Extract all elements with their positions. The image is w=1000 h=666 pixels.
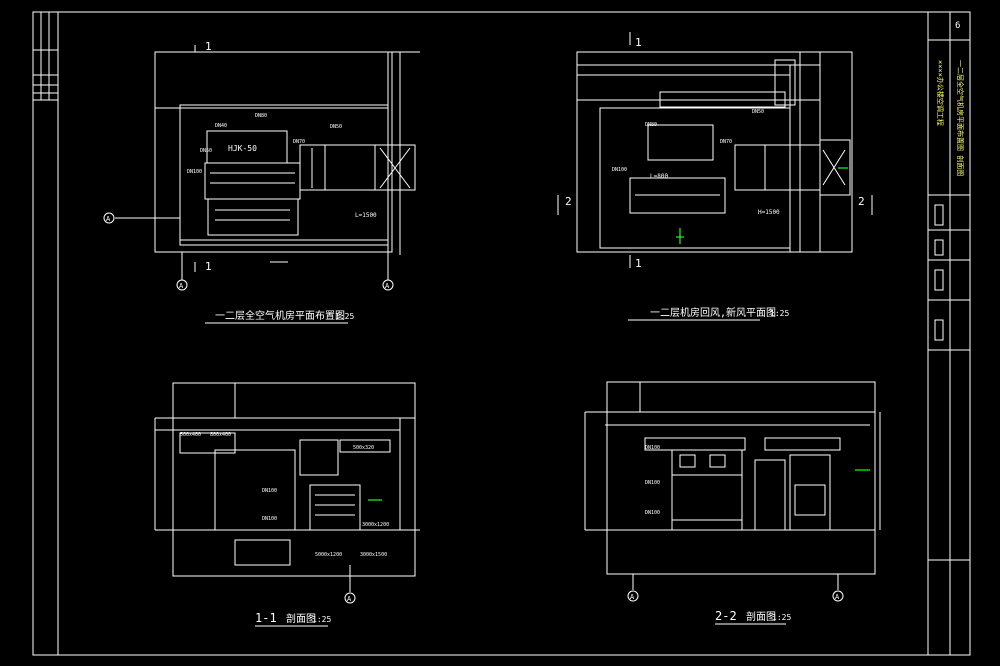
section2-title: 2-2: [715, 609, 737, 623]
section2-axis-label-1: A: [630, 593, 635, 601]
section1-label-3: 500x320: [353, 445, 374, 451]
plan1-section-mark-top: 1: [205, 40, 212, 53]
plan1-duct-label-5: DN50: [200, 148, 212, 154]
section1-axis-bubble: [344, 592, 356, 604]
section1-title: 1-1: [255, 611, 277, 625]
plan2-section-mark-right: 2: [858, 195, 865, 208]
title-block-project: ××××办公楼空调工程: [936, 60, 945, 126]
section2-axis-bubble-2: [832, 590, 844, 602]
binding-strip: [32, 12, 59, 101]
plan1-dim-length: L=1500: [355, 212, 377, 219]
plan1-axis-label-2: A: [385, 282, 390, 290]
plan2-duct-label-2: DN70: [720, 139, 732, 145]
plan1: HJK-50 L=1500 DN80 DN50 DN40 DN70 DN50 D…: [103, 40, 420, 324]
plan2-section-mark-top: 1: [635, 36, 642, 49]
plan2-dim-length: L=800: [650, 173, 668, 180]
section1-label-5: DN100: [262, 516, 277, 522]
section1-axis-label: A: [347, 595, 352, 603]
plan2-title: 一二层机房回风,新风平面图: [650, 306, 776, 319]
plan1-section-mark-bottom: 1: [205, 260, 212, 273]
section2-axis-bubble-1: [627, 590, 639, 602]
section1-label-6: 3000x1200: [362, 522, 389, 528]
section1-scale: 1:25: [312, 615, 331, 624]
drawing-frame: [57, 11, 929, 656]
plan2-dim-length2: H=1500: [758, 209, 780, 216]
plan2-section-mark-left: 2: [565, 195, 572, 208]
section2-subtitle: 剖面图: [746, 610, 776, 623]
section1-label-7: 5000x1200: [315, 552, 342, 558]
plan1-axis-bubble-1: [176, 279, 188, 291]
section1-label-1: 500x400: [180, 432, 201, 438]
plan2-scale: 1:25: [770, 309, 789, 318]
plan1-axis-bubble-2: [382, 279, 394, 291]
plan1-duct-label-6: DN100: [187, 169, 202, 175]
section2: DN100 DN100 DN100 A A 2-2 剖面图 1:25: [584, 381, 881, 625]
plan1-duct-label-2: DN50: [330, 124, 342, 130]
plan1-duct-label-4: DN70: [293, 139, 305, 145]
plan1-title: 一二层全空气机房平面布置图: [215, 309, 345, 322]
section2-scale: 1:25: [772, 613, 791, 622]
section2-label-2: DN100: [645, 480, 660, 486]
section1: 500x400 800x400 500x320 DN100 DN100 3000…: [154, 382, 420, 627]
section2-label-3: DN100: [645, 510, 660, 516]
sheet-number: 6: [955, 21, 960, 31]
plan2: L=800 H=1500 DN80 DN70 DN50 DN100 1 1 2 …: [557, 32, 873, 321]
plan2-duct-label-1: DN80: [645, 122, 657, 128]
section1-label-2: 800x400: [210, 432, 231, 438]
plan2-section-mark-bottom: 1: [635, 257, 642, 270]
title-block-vertical: 一二层全空气机房平面布置图 剖面图: [956, 60, 965, 176]
section1-label-8: 3000x1500: [360, 552, 387, 558]
plan1-axis-label-1: A: [179, 282, 184, 290]
plan1-duct-label-1: DN80: [255, 113, 267, 119]
section2-label-1: DN100: [645, 445, 660, 451]
plan1-duct-label-3: DN40: [215, 123, 227, 129]
section1-label-4: DN100: [262, 488, 277, 494]
section2-axis-label-2: A: [835, 593, 840, 601]
title-block: 6 一二层全空气机房平面布置图 剖面图 ××××办公楼空调工程: [928, 12, 970, 655]
plan2-duct-label-4: DN100: [612, 167, 627, 173]
plan1-axis-label-3: A: [106, 215, 111, 223]
plan1-axis-bubble-3: [103, 212, 115, 224]
plan1-scale: 1:25: [335, 312, 354, 321]
unit-model-label: HJK-50: [228, 144, 257, 153]
section1-subtitle: 剖面图: [286, 612, 316, 625]
plan2-duct-label-3: DN50: [752, 109, 764, 115]
